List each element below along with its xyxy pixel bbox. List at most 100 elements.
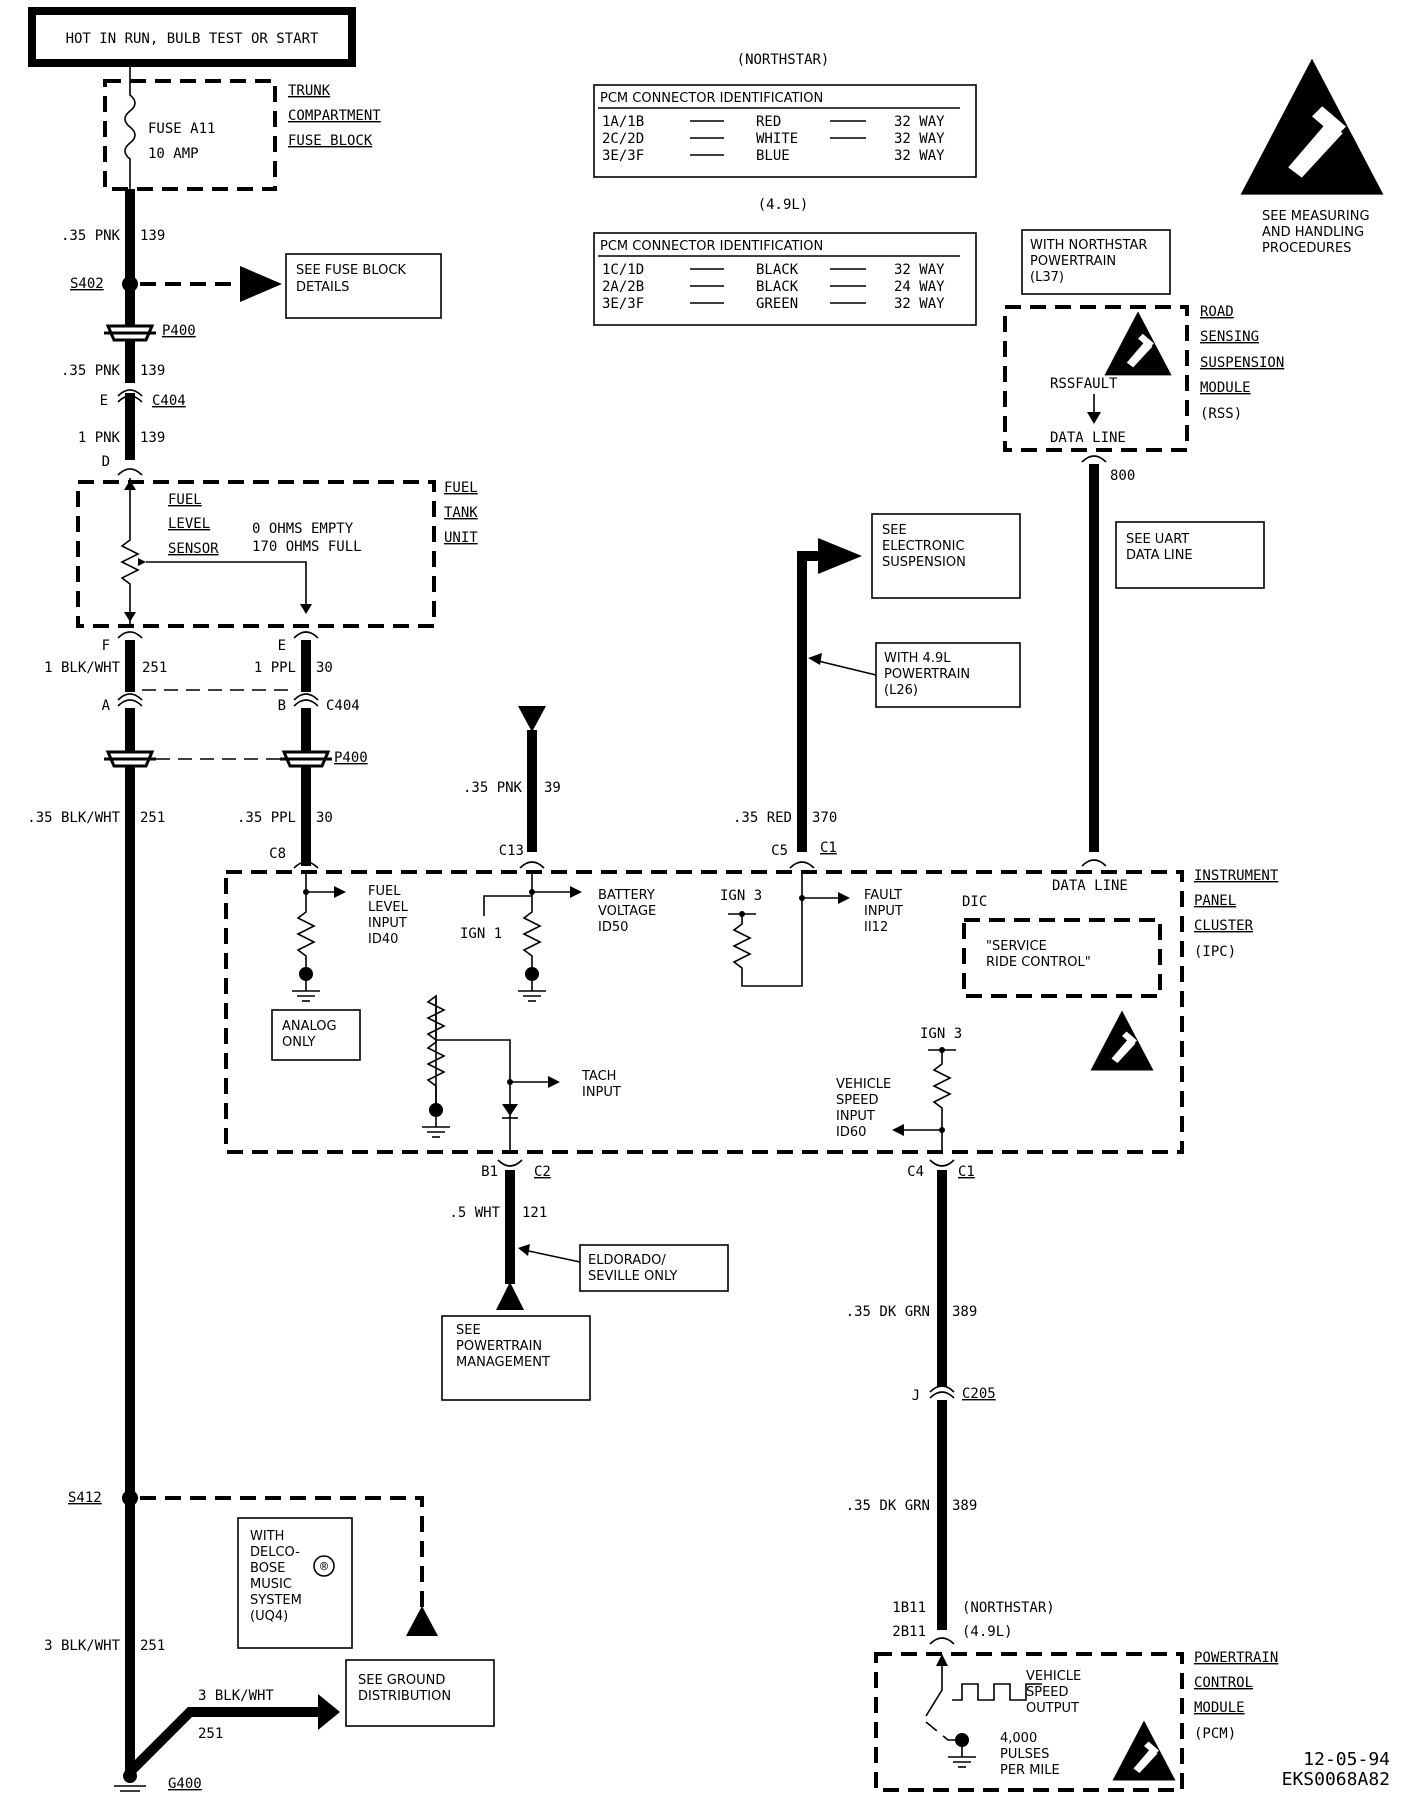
w251d-gauge: 3 BLK/WHT [198, 1688, 274, 1704]
wire-370 [797, 551, 820, 852]
elec-susp-2: ELECTRONIC [882, 539, 965, 554]
s402-label: S402 [70, 276, 104, 292]
w389b-circuit: 389 [952, 1498, 977, 1514]
conn-e: E [100, 393, 108, 409]
esd-note-1: SEE MEASURING [1262, 209, 1370, 224]
wire-251-ground [126, 1707, 318, 1776]
service-1: "SERVICE [986, 939, 1047, 954]
pin1-note: (NORTHSTAR) [962, 1600, 1055, 1616]
ptm-1: SEE [456, 1323, 481, 1338]
ipc-label-1: INSTRUMENT [1194, 868, 1279, 884]
w139c-circuit: 139 [140, 430, 165, 446]
northstar-note-1: WITH NORTHSTAR [1030, 238, 1147, 253]
ground-dist-arrow [318, 1694, 340, 1730]
delco-4: MUSIC [250, 1577, 292, 1592]
rss-label-2: SENSING [1200, 329, 1259, 345]
ign3a-label: IGN 3 [720, 888, 762, 904]
w121-gauge: .5 WHT [449, 1205, 500, 1221]
pcm-switch [925, 1664, 943, 1717]
rss-label-5: (RSS) [1200, 406, 1242, 422]
svg-text:1C/1D: 1C/1D [602, 262, 644, 278]
ipc-esd-icon [1090, 1010, 1154, 1071]
vss-1: VEHICLE [836, 1077, 891, 1092]
battery-3: ID50 [598, 920, 628, 935]
eldorado-1: ELDORADO/ [588, 1253, 666, 1268]
power-source-box: HOT IN RUN, BULB TEST OR START [28, 7, 356, 67]
pcm-table2-heading: PCM CONNECTOR IDENTIFICATION [600, 239, 823, 254]
sensor-spec-1: 0 OHMS EMPTY [252, 521, 354, 537]
w389a-circuit: 389 [952, 1304, 977, 1320]
svg-text:WHITE: WHITE [756, 131, 798, 147]
fault-3: II12 [864, 920, 888, 935]
w139b-circuit: 139 [140, 363, 165, 379]
w30a-gauge: 1 PPL [254, 660, 296, 676]
w251b-circuit: 251 [140, 810, 165, 826]
conn-f: F [102, 638, 110, 654]
p400b-connector [104, 750, 332, 768]
rss-data-line: DATA LINE [1050, 430, 1126, 446]
delco-2: DELCO- [250, 1545, 300, 1560]
w139a-gauge: .35 PNK [61, 228, 121, 244]
pcm-table1-caption: (NORTHSTAR) [737, 52, 830, 68]
sensor-2: LEVEL [168, 516, 210, 532]
pcm-label-1: POWERTRAIN [1194, 1650, 1278, 1666]
fault-input-circuit [732, 872, 803, 987]
svg-text:®: ® [320, 1560, 328, 1575]
northstar-note-2: POWERTRAIN [1030, 254, 1116, 269]
conn-b: B [278, 698, 286, 714]
pcm-table1-heading: PCM CONNECTOR IDENTIFICATION [600, 91, 823, 106]
northstar-note-3: (L37) [1030, 270, 1064, 285]
uart-note-box [1115, 521, 1265, 589]
sensor-1: FUEL [168, 492, 202, 508]
ign3b-label: IGN 3 [920, 1026, 962, 1042]
vso-1: VEHICLE [1026, 1669, 1081, 1684]
w251d-circuit: 251 [198, 1726, 223, 1742]
rss-label-4: MODULE [1200, 380, 1251, 396]
w39-circuit: 39 [544, 780, 561, 796]
fuel-tank-unit-outline [76, 480, 436, 628]
pcm-label-2: CONTROL [1194, 1675, 1253, 1691]
analog-2: ONLY [282, 1035, 315, 1050]
fuse-details-1: SEE FUSE BLOCK [296, 263, 406, 278]
pulses-1: 4,000 [1000, 1731, 1037, 1746]
fuel-tank-1: FUEL [444, 480, 478, 496]
fuse-details-2: DETAILS [296, 280, 349, 295]
pcm-table2-caption: (4.9L) [758, 197, 809, 213]
pcm-label-3: MODULE [1194, 1700, 1245, 1716]
fuel-tank-3: UNIT [444, 530, 478, 546]
fault-2: INPUT [864, 904, 903, 919]
data-line-label: DATA LINE [1052, 878, 1128, 894]
p400b-label: P400 [334, 750, 368, 766]
fuse-symbol [124, 67, 136, 189]
fault-1: FAULT [864, 888, 902, 903]
rss-esd-icon [1104, 311, 1172, 376]
vss-2: SPEED [836, 1093, 879, 1108]
ipc-label-3: CLUSTER [1194, 918, 1254, 934]
svg-text:BLACK: BLACK [756, 279, 799, 295]
delco-5: SYSTEM [250, 1593, 302, 1608]
ground-g400-symbol [114, 1785, 146, 1792]
analog-only-box [271, 1009, 361, 1061]
s412-branch [140, 1496, 424, 1610]
fuel-tank-2: TANK [444, 505, 478, 521]
svg-text:RED: RED [756, 114, 781, 130]
svg-text:BLACK: BLACK [756, 262, 799, 278]
p400-connector [104, 324, 156, 342]
c404-label: C404 [152, 393, 186, 409]
ground-dist-2: DISTRIBUTION [358, 1689, 451, 1704]
svg-text:24 WAY: 24 WAY [894, 279, 945, 295]
conn-c1b: C1 [958, 1164, 975, 1180]
footer-date: 12-05-94 [1303, 1749, 1390, 1770]
svg-text:32 WAY: 32 WAY [894, 114, 945, 130]
dic-service-box [962, 918, 1162, 998]
trunk-label-2: COMPARTMENT [288, 108, 381, 124]
svg-text:32 WAY: 32 WAY [894, 131, 945, 147]
w389a-gauge: .35 DK GRN [846, 1304, 930, 1320]
tach-diode [502, 1104, 518, 1116]
registered-mark [313, 1555, 335, 1577]
c404-e-connector [117, 389, 143, 397]
tach-resistor [426, 996, 446, 1104]
delco-box [237, 1517, 353, 1649]
rss-label-1: ROAD [1200, 304, 1234, 320]
ground-dist-box [345, 1659, 495, 1727]
